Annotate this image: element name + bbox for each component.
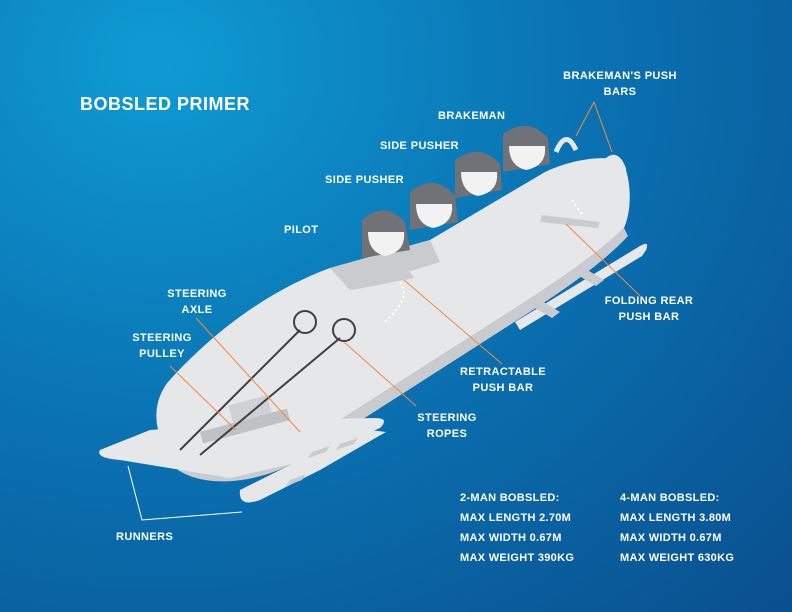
specs-two-man-width: MAX WIDTH 0.67M: [460, 532, 562, 544]
specs-four-man-heading: 4-MAN BOBSLED:: [620, 492, 720, 504]
specs-four-man-length: MAX LENGTH 3.80M: [620, 512, 732, 524]
specs-four-man-width: MAX WIDTH 0.67M: [620, 532, 722, 544]
leader-lines: [169, 101, 641, 433]
specs-two-man-length: MAX LENGTH 2.70M: [460, 512, 572, 524]
retractable-push-bar: [348, 272, 414, 290]
label-steering-ropes: STEERING ROPES: [417, 412, 477, 440]
runners-leader-lines: [127, 465, 243, 521]
label-brakeman: BRAKEMAN: [438, 110, 506, 122]
side-pusher-helmet-1: [410, 182, 458, 230]
steering-assembly: [179, 310, 356, 456]
specs-two-man: 2-MAN BOBSLED: MAX LENGTH 2.70M MAX WIDT…: [460, 488, 574, 568]
specs-four-man-weight: MAX WEIGHT 630KG: [620, 552, 735, 564]
label-brakemans-push-bars: BRAKEMAN'S PUSH BARS: [563, 70, 677, 98]
specs-four-man: 4-MAN BOBSLED: MAX LENGTH 3.80M MAX WIDT…: [620, 488, 734, 568]
specs-two-man-heading: 2-MAN BOBSLED:: [460, 492, 560, 504]
side-pusher-helmet-2: [455, 151, 502, 198]
label-side-pusher-1: SIDE PUSHER: [380, 140, 459, 152]
label-pilot: PILOT: [284, 224, 319, 236]
front-runners: [99, 418, 386, 503]
label-runners: RUNNERS: [116, 531, 174, 543]
folding-rear-push-bar: [540, 215, 600, 228]
label-steering-axle: STEERING AXLE: [167, 288, 227, 316]
pilot-helmet: [362, 210, 410, 258]
label-folding-rear-push-bar: FOLDING REAR PUSH BAR: [604, 295, 694, 323]
brakeman-helmet: [503, 125, 550, 172]
specs-two-man-weight: MAX WEIGHT 390KG: [460, 552, 575, 564]
crew-helmets: [362, 125, 550, 258]
label-side-pusher-2: SIDE PUSHER: [325, 174, 404, 186]
brakemans-push-bars: [553, 137, 627, 171]
label-retractable-push-bar: RETRACTABLE PUSH BAR: [459, 366, 547, 394]
label-steering-pulley: STEERING PULLEY: [132, 332, 192, 360]
diagram-title: BOBSLED PRIMER: [80, 94, 251, 114]
